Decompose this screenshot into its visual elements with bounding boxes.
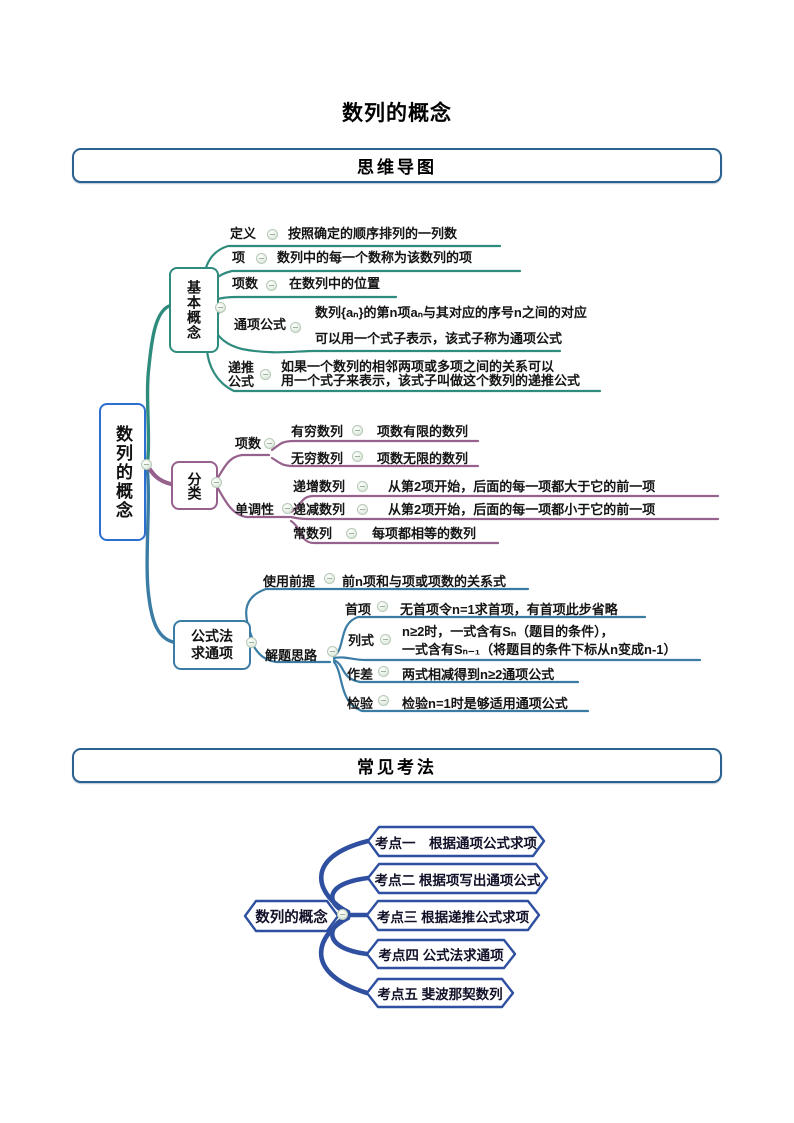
collapse-icon: [211, 477, 222, 488]
branch-line: [289, 494, 720, 514]
collapse-icon: [324, 573, 335, 584]
leaf-label: 列式: [348, 633, 375, 648]
collapse-icon: [378, 695, 389, 706]
collapse-icon: [141, 459, 152, 470]
mindmap-root-node: 数列的概念: [99, 403, 146, 541]
leaf-text: 用一个式子来表示，该式子叫做这个数列的递推公式: [281, 373, 581, 388]
sub-branch-label: 单调性: [235, 502, 275, 517]
collapse-icon: [267, 229, 278, 240]
banner-common-tests-label: 常见考法: [357, 758, 437, 777]
leaf-label: 递增数列: [293, 479, 346, 494]
leaf-label: 递减数列: [293, 502, 346, 517]
leaf-label: 有穷数列: [291, 424, 344, 439]
collapse-icon: [290, 322, 301, 333]
exam-root-label: 数列的概念: [255, 909, 328, 926]
exam-item-label: 考点二 根据项写出通项公式: [374, 872, 541, 888]
branch-line: [251, 643, 332, 664]
leaf-text: 项数有限的数列: [377, 424, 469, 439]
leaf-text: 从第2项开始，后面的每一项都大于它的前一项: [388, 479, 656, 494]
branch-line: [270, 456, 480, 468]
collapse-icon: [264, 438, 275, 449]
exam-root-shape: [243, 899, 340, 933]
leaf-text: 两式相减得到n≥2通项公式: [402, 667, 555, 682]
branch-line: [332, 656, 702, 662]
branch-node-basic-concepts: 基本概念: [169, 267, 219, 353]
branch-line: [214, 483, 292, 519]
leaf-text: 前n项和与项或项数的关系式: [342, 574, 506, 589]
leaf-label: 首项: [345, 602, 372, 617]
exam-branch-curve: [319, 915, 370, 996]
exam-item-shape: [366, 825, 546, 858]
exam-item-label: 考点一 根据通项公式求项: [375, 835, 537, 851]
branch-node-formula-method: 公式法求通项: [191, 628, 233, 661]
collapse-icon: [352, 451, 363, 462]
collapse-icon: [260, 369, 271, 380]
trunk-formula-curve: [145, 465, 175, 644]
leaf-label: 常数列: [293, 526, 333, 541]
exam-item-shape: [365, 977, 515, 1009]
leaf-text: 数列{aₙ}的第n项aₙ与其对应的序号n之间的对应: [315, 305, 587, 320]
leaf-text: 一式含有Sₙ₋₁（将题目的条件下标从n变成n-1）: [402, 642, 677, 657]
branch-line: [214, 453, 271, 483]
collapse-icon: [266, 280, 277, 291]
branch-node-classification: 分类: [171, 461, 218, 510]
leaf-text: 如果一个数列的相邻两项或多项之间的关系可以: [281, 359, 555, 374]
branch-line: [289, 519, 500, 545]
collapse-icon: [327, 646, 338, 657]
exam-item-label: 考点四 公式法求通项: [378, 948, 504, 963]
collapse-icon: [377, 601, 388, 612]
trunk-basic-curve: [145, 304, 171, 470]
leaf-label: 检验: [347, 696, 374, 711]
leaf-label: 递推公式: [228, 360, 255, 389]
sub-branch-label: 解题思路: [265, 648, 318, 663]
leaf-label: 作差: [347, 667, 374, 682]
leaf-text: n≥2时，一式含有Sₙ（题目的条件），: [402, 624, 614, 639]
banner-mindmap-label: 思维导图: [357, 158, 437, 177]
exam-item-shape: [366, 862, 549, 895]
branch-line: [270, 439, 480, 452]
leaf-text: 在数列中的位置: [289, 276, 381, 291]
collapse-icon: [282, 503, 293, 514]
collapse-icon: [337, 909, 348, 920]
leaf-text: 数列中的每一个数称为该数列的项: [277, 250, 473, 265]
leaf-label: 定义: [230, 226, 257, 241]
leaf-text: 无首项令n=1求首项，有首项此步省略: [400, 602, 618, 617]
collapse-icon: [256, 253, 267, 264]
branch-line: [332, 658, 580, 684]
collapse-icon: [352, 425, 363, 436]
page-title: 数列的概念: [342, 101, 452, 125]
collapse-icon: [380, 634, 391, 645]
leaf-text: 可以用一个式子表示，该式子称为通项公式: [315, 331, 563, 346]
banner-mindmap: 思维导图: [72, 148, 722, 183]
exam-item-label: 考点三 根据递推公式求项: [376, 909, 530, 925]
collapse-icon: [357, 504, 368, 515]
leaf-label: 无穷数列: [291, 451, 344, 466]
exam-item-shape: [365, 899, 541, 932]
leaf-text: 项数无限的数列: [377, 451, 469, 466]
leaf-label: 项: [232, 250, 246, 265]
exam-item-label: 考点五 斐波那契数列: [377, 987, 503, 1002]
exam-item-shape: [365, 938, 517, 970]
collapse-icon: [246, 637, 257, 648]
branch-line: [289, 515, 720, 521]
leaf-text: 按照确定的顺序排列的一列数: [288, 226, 458, 241]
leaf-label: 项数: [232, 276, 259, 291]
leaf-text: 每项都相等的数列: [372, 526, 477, 541]
branch-line: [332, 660, 590, 713]
collapse-icon: [378, 666, 389, 677]
collapse-icon: [215, 302, 226, 313]
leaf-text: 从第2项开始，后面的每一项都小于它的前一项: [388, 502, 656, 517]
collapse-icon: [357, 481, 368, 492]
collapse-icon: [346, 528, 357, 539]
sub-branch-label: 项数: [235, 436, 262, 451]
leaf-text: 检验n=1时是够适用通项公式: [402, 696, 568, 711]
sub-branch-label: 使用前提: [263, 574, 316, 589]
banner-common-tests: 常见考法: [72, 748, 722, 783]
leaf-label: 通项公式: [234, 317, 287, 332]
